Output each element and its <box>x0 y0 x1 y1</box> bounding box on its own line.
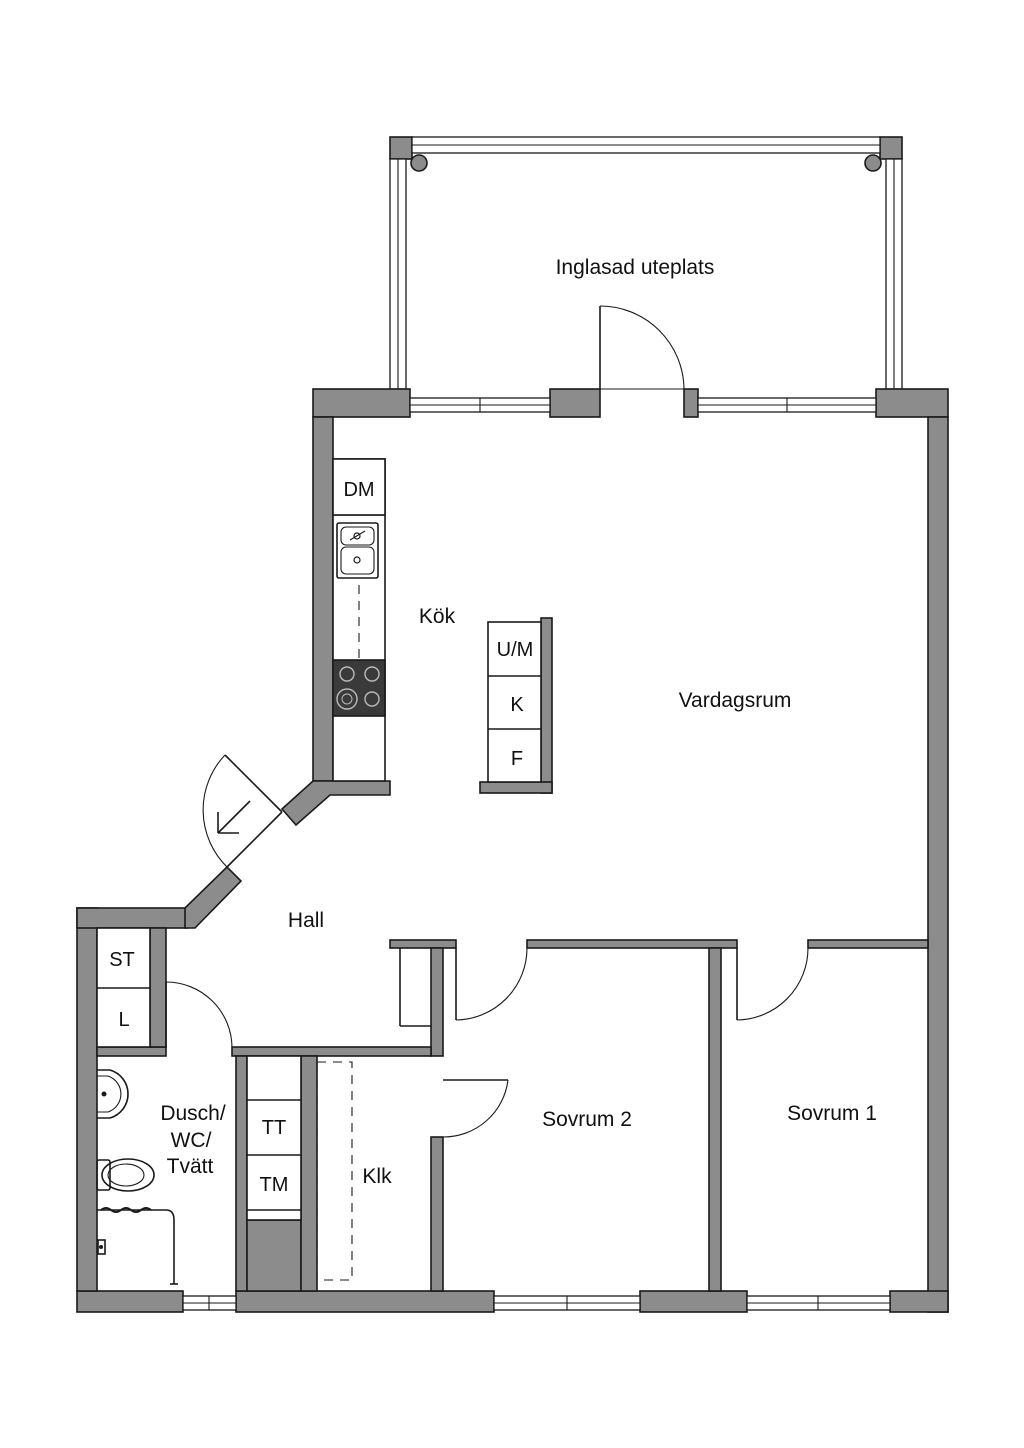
fixture-label-st: ST <box>109 949 135 971</box>
post-right <box>864 154 882 172</box>
room-label-dusch-1: Dusch/ <box>160 1102 226 1125</box>
room-label-sovrum2: Sovrum 2 <box>542 1108 632 1131</box>
room-label-kok: Kök <box>419 605 456 628</box>
fixture-label-f: F <box>511 748 523 770</box>
exterior-walls <box>76 388 949 1313</box>
room-label-vardagsrum: Vardagsrum <box>679 689 792 712</box>
sink-icon <box>336 522 379 579</box>
room-label-hall: Hall <box>288 909 324 932</box>
kitchen-counter <box>332 458 386 782</box>
balcony <box>389 136 903 390</box>
fixture-label-dm: DM <box>343 479 374 501</box>
klk-shelf <box>316 1061 353 1281</box>
laundry-column <box>246 1055 302 1221</box>
klk-door[interactable] <box>442 1079 509 1138</box>
fixture-label-tm: TM <box>260 1174 289 1196</box>
shower-icon <box>97 1207 178 1285</box>
balcony-door[interactable] <box>599 305 685 390</box>
room-label-klk: Klk <box>362 1165 392 1188</box>
toilet-icon <box>96 1158 155 1192</box>
entrance-door[interactable] <box>202 754 283 868</box>
dishwasher <box>332 458 386 516</box>
fridge-unit <box>479 617 553 794</box>
bedroom1-door[interactable] <box>736 947 809 1021</box>
room-label-sovrum1: Sovrum 1 <box>787 1102 877 1125</box>
room-label-dusch-2: WC/ <box>171 1129 212 1152</box>
room-label-dusch-3: Tvätt <box>167 1155 214 1178</box>
washbasin-icon <box>97 1069 129 1119</box>
fixture-label-l: L <box>118 1009 129 1031</box>
doors <box>165 305 809 1138</box>
wardrobe <box>96 927 151 1048</box>
windows <box>182 397 891 1311</box>
bathroom-door[interactable] <box>165 981 233 1048</box>
cooktop-icon <box>332 659 386 717</box>
room-label-uteplats: Inglasad uteplats <box>556 256 715 279</box>
fixture-label-k: K <box>510 694 524 716</box>
post-left <box>410 154 428 172</box>
bedroom2-door[interactable] <box>455 947 528 1021</box>
fixture-label-um: U/M <box>497 639 534 661</box>
fixture-label-tt: TT <box>262 1117 286 1139</box>
